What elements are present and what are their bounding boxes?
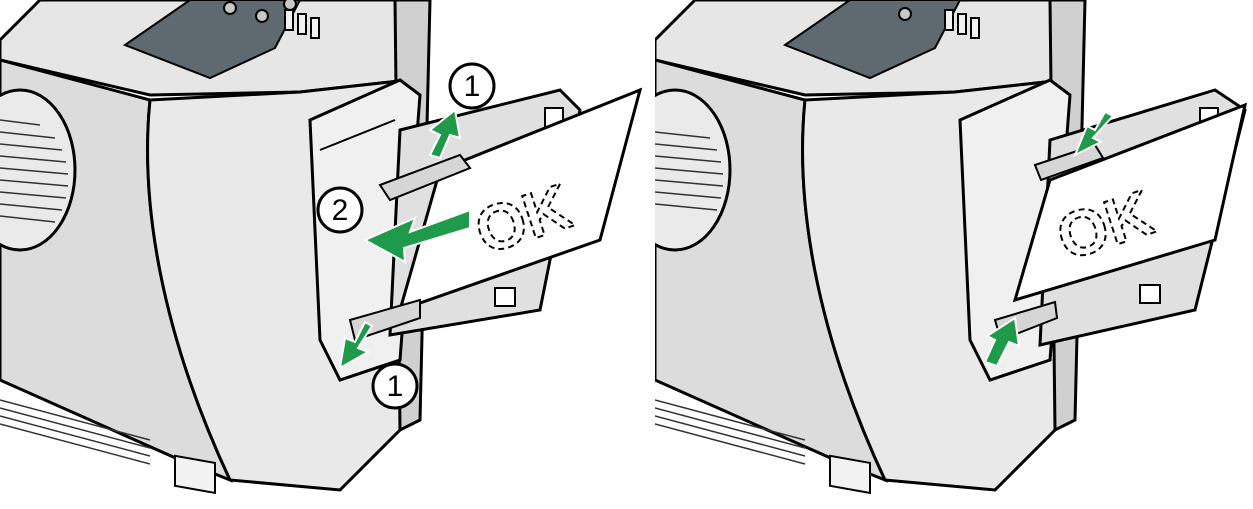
- panel-left-illustration: OK 1 2 1: [0, 0, 643, 495]
- paper-sheet: [397, 87, 643, 313]
- power-switch: [829, 454, 871, 495]
- callout-1-bottom: 1: [371, 362, 419, 410]
- panel-right-illustration: OK: [655, 0, 1248, 495]
- arrow-down-icon: [338, 320, 374, 370]
- arrow-insert-icon: [362, 208, 471, 264]
- arrow-down-icon: [1073, 110, 1115, 158]
- callout-1-top: 1: [448, 62, 496, 110]
- panel-left: OK 1 2 1: [0, 0, 643, 495]
- panel-right: OK: [655, 0, 1253, 509]
- svg-text:2: 2: [332, 194, 349, 227]
- arrow-up-icon: [983, 316, 1021, 368]
- callout-2: 2: [316, 186, 364, 234]
- svg-text:1: 1: [387, 370, 404, 403]
- svg-text:1: 1: [464, 70, 481, 103]
- power-switch: [174, 454, 216, 495]
- paper-guide-top: [378, 153, 472, 202]
- paper-guide-top: [1033, 143, 1105, 182]
- arrow-up-icon: [428, 108, 462, 160]
- paper-sheet: [1012, 102, 1248, 303]
